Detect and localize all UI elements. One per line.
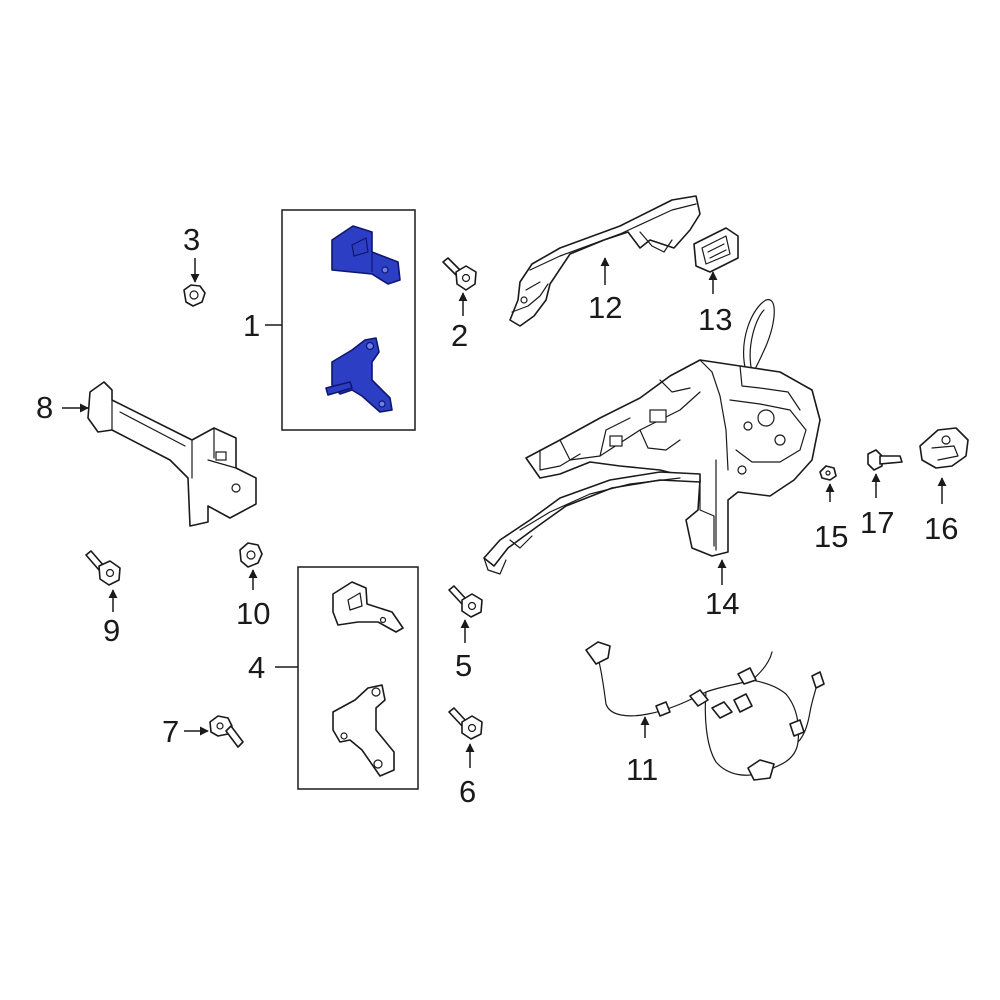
door-latch-part-14[interactable] [483,299,821,575]
callout-12: 12 [588,290,622,325]
callout-4: 4 [248,650,265,685]
callout-7: 7 [162,714,179,749]
nut-part-10[interactable] [239,542,263,568]
pin-part-15[interactable] [819,465,837,481]
upper-hinge-highlighted[interactable] [331,225,401,285]
callout-5: 5 [455,648,472,683]
bolt-part-7[interactable] [209,715,244,748]
door-handle-part-12[interactable] [509,195,701,327]
callout-13: 13 [698,302,732,337]
part-4-frame [297,566,419,790]
callout-15: 15 [814,519,848,554]
callout-14: 14 [705,586,739,621]
wiring-harness-part-11[interactable] [585,641,825,781]
handle-bezel-part-13[interactable] [693,227,739,273]
door-check-part-8[interactable] [87,381,257,527]
callout-10: 10 [236,596,270,631]
bolt-part-5[interactable] [448,585,483,618]
bolt-part-9[interactable] [85,550,121,586]
lower-hinge-highlighted[interactable] [325,337,393,413]
callout-1: 1 [243,308,260,343]
callout-17: 17 [860,505,894,540]
upper-hinge-part-4[interactable] [332,581,404,633]
striker-screw-part-17[interactable] [867,449,903,471]
callout-2: 2 [451,318,468,353]
callout-11: 11 [626,752,658,787]
bolt-part-6[interactable] [448,707,483,740]
callout-6: 6 [459,774,476,809]
lower-hinge-part-4[interactable] [332,684,395,777]
bolt-part-2[interactable] [442,257,477,291]
callout-16: 16 [924,511,958,546]
callout-8: 8 [36,390,53,425]
callout-3: 3 [183,222,200,257]
nut-part-3[interactable] [183,284,206,307]
callout-9: 9 [103,613,120,648]
striker-part-16[interactable] [919,427,969,469]
part-1-frame [281,209,416,431]
